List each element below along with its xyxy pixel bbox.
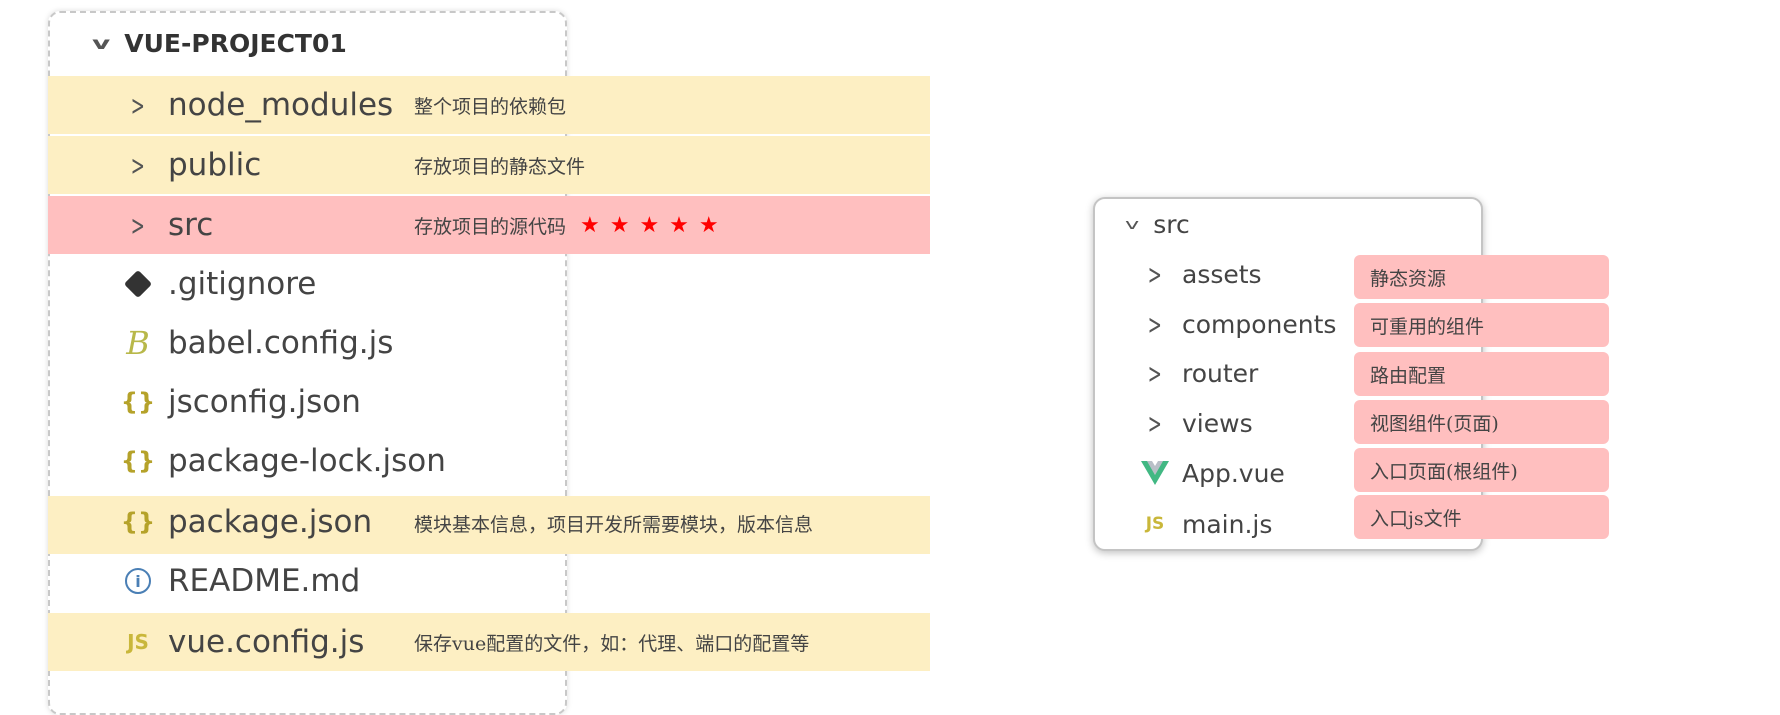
project-root[interactable]: v VUE-PROJECT01 xyxy=(92,14,347,72)
item-label: views xyxy=(1182,408,1253,438)
tree-item-public[interactable]: > public xyxy=(118,136,261,194)
project-root-label: VUE-PROJECT01 xyxy=(124,28,347,58)
tree-item-src[interactable]: > src xyxy=(118,196,213,254)
note-src-text: 存放项目的源代码 xyxy=(414,216,567,238)
src-item-router[interactable]: > router xyxy=(1140,349,1258,397)
star-rating: ★★★★★ xyxy=(580,213,729,238)
note-src: 存放项目的源代码 ★★★★★ xyxy=(414,212,729,239)
chevron-right-icon: > xyxy=(130,88,146,122)
tree-item-package-json[interactable]: {} package.json xyxy=(118,493,372,551)
item-label: jsconfig.json xyxy=(168,384,361,420)
info-icon: i xyxy=(125,568,151,594)
tree-item-package-lock[interactable]: {} package-lock.json xyxy=(118,432,446,490)
src-root-label: src xyxy=(1153,209,1190,239)
chevron-down-icon: v xyxy=(1125,215,1140,233)
note-views: 视图组件(页面) xyxy=(1354,400,1609,444)
chevron-right-icon: > xyxy=(1147,307,1163,341)
highlight-vue-config xyxy=(48,613,930,671)
highlight-node-modules xyxy=(48,76,930,134)
babel-icon: B xyxy=(126,324,150,362)
note-vue-config: 保存vue配置的文件，如：代理、端口的配置等 xyxy=(414,633,810,655)
item-label: src xyxy=(168,207,214,243)
note-main-js: 入口js文件 xyxy=(1354,495,1609,539)
tree-item-vue-config[interactable]: JS vue.config.js xyxy=(118,613,364,671)
note-components: 可重用的组件 xyxy=(1354,303,1609,347)
json-icon: {} xyxy=(120,388,156,416)
item-label: public xyxy=(168,147,262,183)
git-icon xyxy=(123,269,153,299)
item-label: .gitignore xyxy=(168,266,317,302)
src-item-app-vue[interactable]: App.vue xyxy=(1140,449,1285,497)
chevron-right-icon: > xyxy=(1147,257,1163,291)
note-router: 路由配置 xyxy=(1354,352,1609,396)
chevron-right-icon: > xyxy=(1147,356,1163,390)
js-icon: JS xyxy=(1145,514,1165,534)
item-label: components xyxy=(1182,309,1337,339)
note-public: 存放项目的静态文件 xyxy=(414,156,586,178)
src-item-assets[interactable]: > assets xyxy=(1140,250,1262,298)
src-item-views[interactable]: > views xyxy=(1140,399,1253,447)
item-label: vue.config.js xyxy=(168,624,365,660)
tree-item-node-modules[interactable]: > node_modules xyxy=(118,76,393,134)
item-label: main.js xyxy=(1182,509,1273,539)
src-item-components[interactable]: > components xyxy=(1140,300,1337,348)
item-label: App.vue xyxy=(1182,458,1285,488)
json-icon: {} xyxy=(120,447,156,475)
js-icon: JS xyxy=(127,630,149,654)
json-icon: {} xyxy=(120,508,156,536)
highlight-public xyxy=(48,136,930,194)
highlight-package-json xyxy=(48,496,930,554)
item-label: babel.config.js xyxy=(168,325,394,361)
item-label: package.json xyxy=(168,504,373,540)
chevron-right-icon: > xyxy=(1147,406,1163,440)
item-label: node_modules xyxy=(168,87,394,123)
highlight-src xyxy=(48,196,930,254)
vue-icon xyxy=(1141,461,1169,485)
item-label: README.md xyxy=(168,563,361,599)
note-package-json: 模块基本信息，项目开发所需要模块，版本信息 xyxy=(414,514,814,536)
tree-item-gitignore[interactable]: .gitignore xyxy=(118,255,316,313)
note-app-vue: 入口页面(根组件) xyxy=(1354,448,1609,492)
tree-item-readme[interactable]: i README.md xyxy=(118,552,360,610)
item-label: package-lock.json xyxy=(168,443,446,479)
chevron-right-icon: > xyxy=(130,208,146,242)
note-assets: 静态资源 xyxy=(1354,255,1609,299)
chevron-down-icon: v xyxy=(92,33,111,53)
item-label: assets xyxy=(1182,259,1262,289)
note-node-modules: 整个项目的依赖包 xyxy=(414,96,567,118)
chevron-right-icon: > xyxy=(130,148,146,182)
item-label: router xyxy=(1182,358,1259,388)
tree-item-jsconfig[interactable]: {} jsconfig.json xyxy=(118,373,361,431)
src-item-main-js[interactable]: JS main.js xyxy=(1140,500,1273,548)
